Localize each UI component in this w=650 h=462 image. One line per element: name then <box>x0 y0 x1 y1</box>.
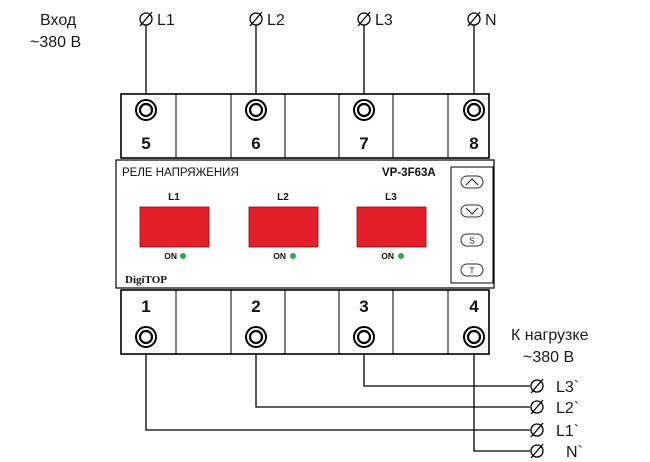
terminal-number: 7 <box>359 134 368 153</box>
output-terminal-l3: L3` <box>530 378 579 396</box>
top-screw-5 <box>135 99 157 121</box>
phase-display-screen <box>248 206 319 248</box>
top-screw-8 <box>463 99 485 121</box>
device-title: РЕЛЕ НАПРЯЖЕНИЯ <box>122 167 239 179</box>
terminal-number: 8 <box>469 134 478 153</box>
phase-display-screen <box>139 206 210 248</box>
output-wire-l2 <box>255 354 530 408</box>
input-terminal-label: L3 <box>375 12 393 29</box>
phase-label: L3 <box>385 192 397 203</box>
output-terminal-n: N` <box>530 443 583 461</box>
input-voltage-label: ~380 В <box>30 34 81 51</box>
phase-display-l2: L2 ON <box>248 192 319 261</box>
output-wire-n <box>473 354 530 452</box>
chevron-up-icon <box>465 178 479 186</box>
phase-status-label: ON <box>381 251 394 261</box>
terminal-number: 1 <box>141 297 150 316</box>
top-screw-6 <box>245 99 267 121</box>
bottom-screw-3 <box>353 326 375 348</box>
input-terminal-label: L2 <box>267 12 285 29</box>
terminal-number: 4 <box>469 297 479 316</box>
output-terminal-label: L1` <box>556 423 579 440</box>
phase-label: L1 <box>168 192 180 203</box>
bottom-screw-1 <box>135 326 157 348</box>
t-button-label: T <box>469 266 474 276</box>
input-terminal-label: N <box>485 12 497 29</box>
down-button[interactable] <box>460 204 484 218</box>
status-led <box>290 253 296 259</box>
output-voltage-label: ~380 В <box>523 349 574 366</box>
output-label: К нагрузке <box>511 327 589 344</box>
t-button[interactable]: T <box>460 263 484 277</box>
output-wire-l3 <box>363 354 530 387</box>
phase-display-l3: L3 ON <box>356 192 427 261</box>
chevron-down-icon <box>465 207 479 215</box>
input-terminal-label: L1 <box>157 12 175 29</box>
output-terminal-l1: L1` <box>530 422 579 440</box>
terminal-number: 3 <box>359 297 368 316</box>
phase-display-screen <box>356 206 427 248</box>
output-terminal-label: L2` <box>556 400 579 417</box>
output-terminal-label: N` <box>566 444 583 461</box>
status-led <box>398 253 404 259</box>
phase-label: L2 <box>277 192 289 203</box>
device-model: VP-3F63A <box>382 167 436 179</box>
output-terminal-label: L3` <box>556 379 579 396</box>
phase-display-l1: L1 ON <box>139 192 210 261</box>
bottom-screw-2 <box>245 326 267 348</box>
output-wire-l1 <box>145 354 530 431</box>
s-button[interactable]: S <box>460 233 484 247</box>
input-terminal-l2: L2 <box>249 11 285 29</box>
phase-status-label: ON <box>164 251 177 261</box>
input-label: Вход <box>40 12 77 29</box>
input-terminal-l3: L3 <box>357 11 393 29</box>
terminal-number: 2 <box>251 297 260 316</box>
brand-logo: DigiTOP <box>125 274 167 286</box>
input-terminal-n: N <box>467 11 497 29</box>
top-screw-7 <box>353 99 375 121</box>
top-terminal-block <box>120 93 490 159</box>
status-led <box>180 253 186 259</box>
terminal-number: 6 <box>251 134 260 153</box>
input-terminal-l1: L1 <box>139 11 175 29</box>
bottom-screw-4 <box>463 326 485 348</box>
bottom-terminal-block <box>120 289 490 355</box>
phase-status-label: ON <box>273 251 286 261</box>
output-terminal-l2: L2` <box>530 399 579 417</box>
s-button-label: S <box>469 236 475 246</box>
up-button[interactable] <box>460 175 484 189</box>
voltage-relay-device <box>115 93 495 355</box>
terminal-number: 5 <box>141 134 150 153</box>
